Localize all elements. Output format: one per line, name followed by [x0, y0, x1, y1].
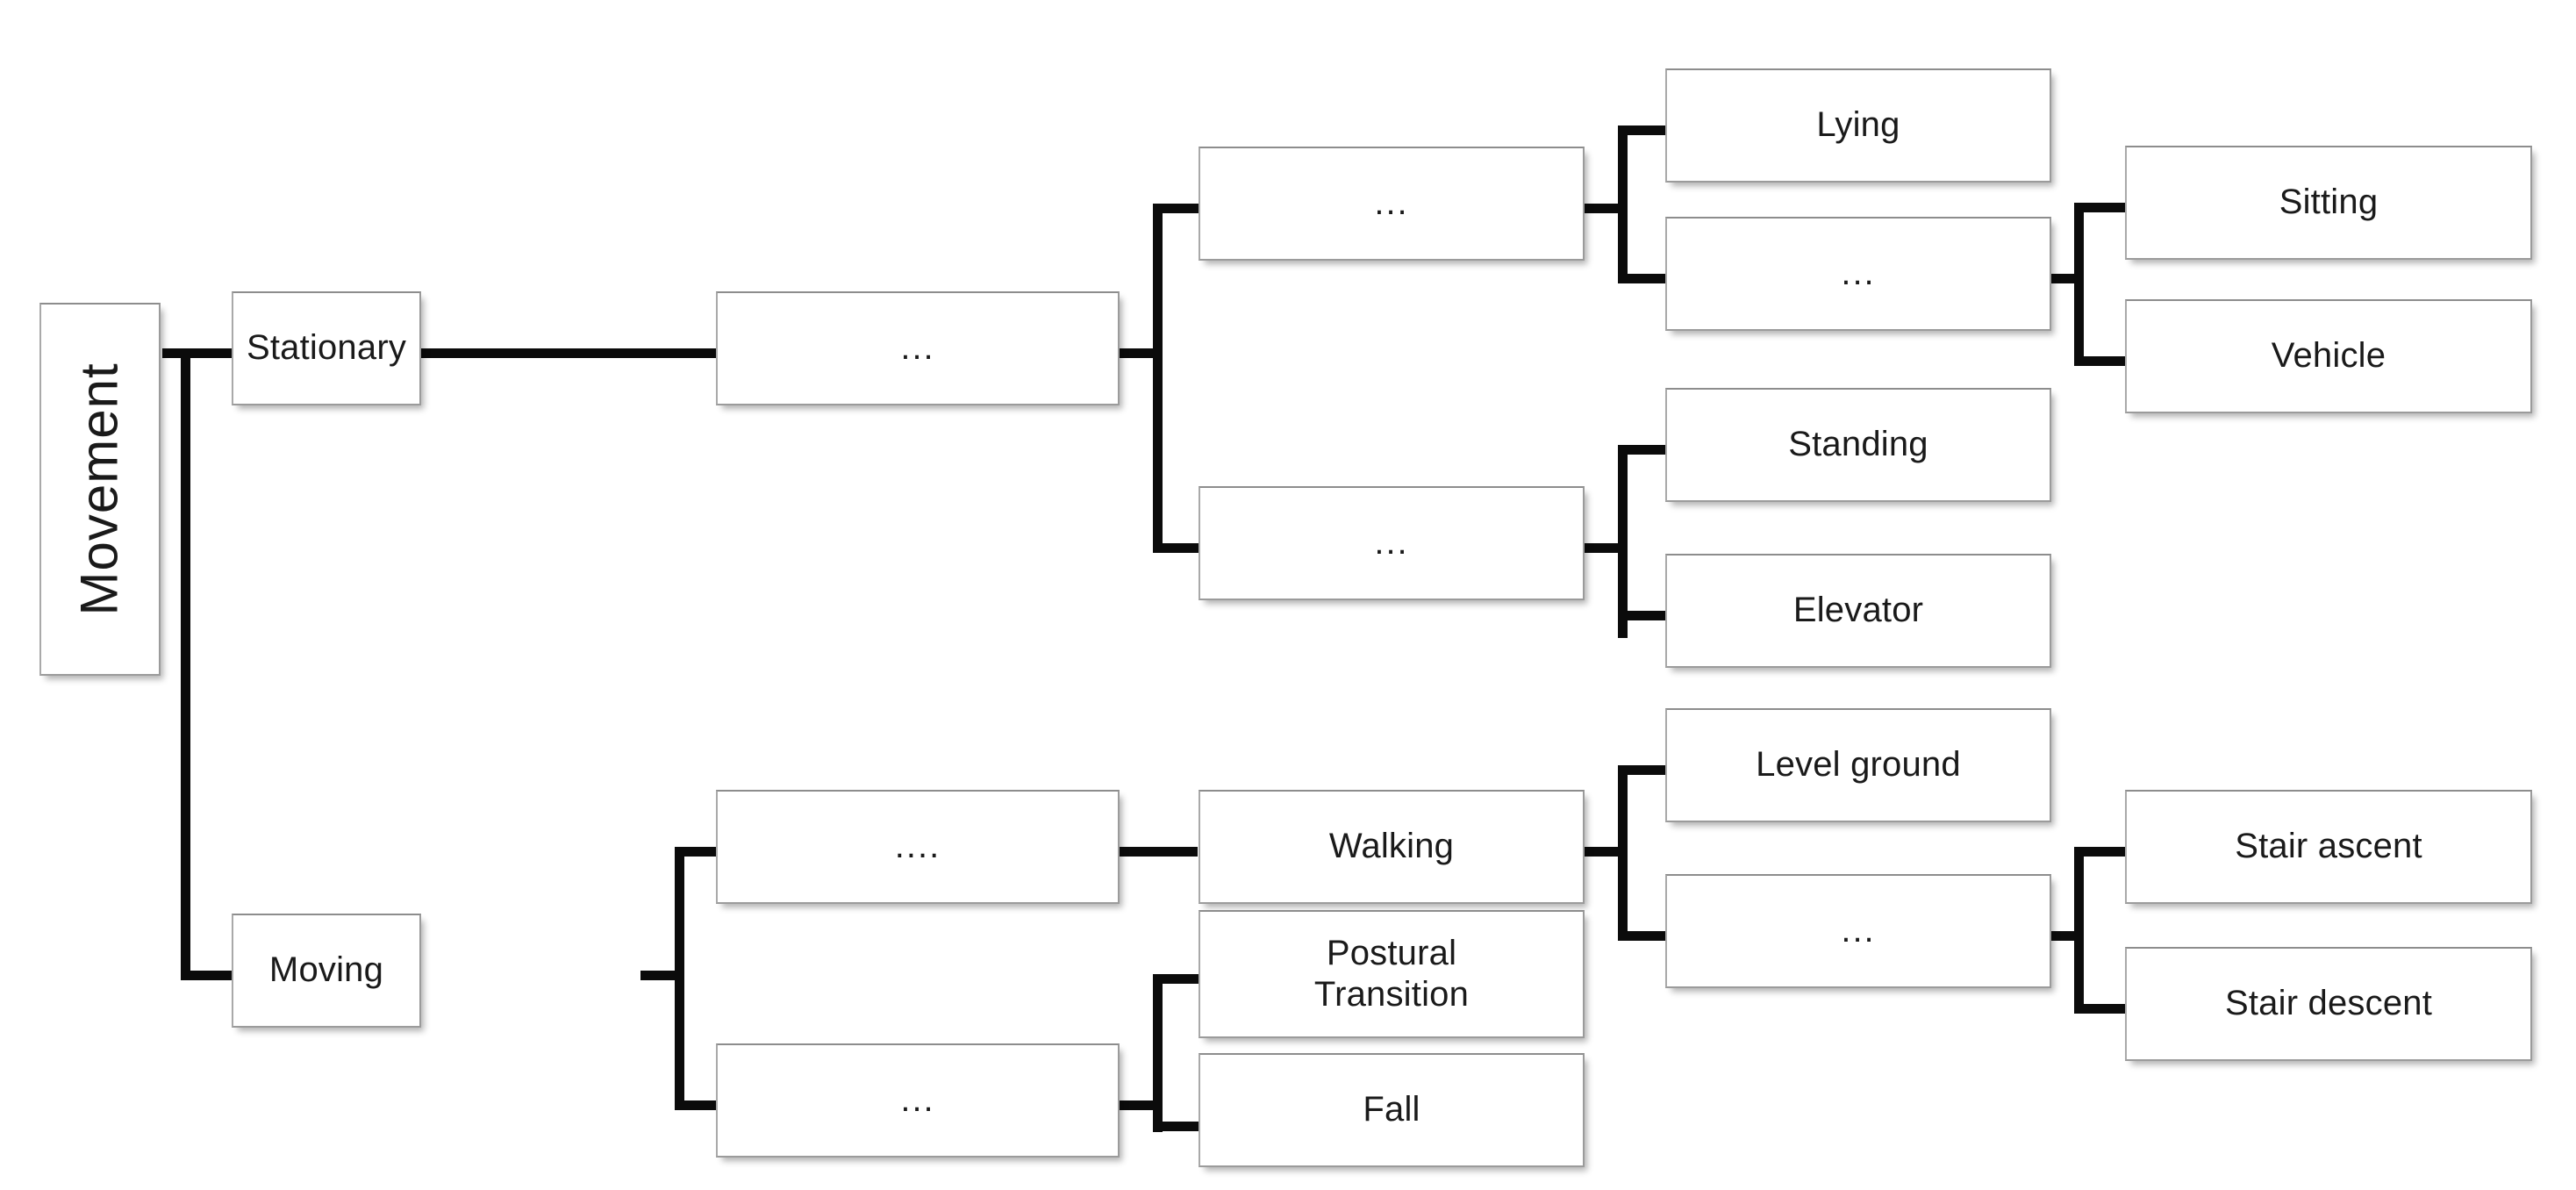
node-sitting-label: Sitting	[2279, 183, 2379, 222]
node-standing-label: Standing	[1788, 425, 1928, 464]
node-stationary-sub-label: ...	[900, 328, 935, 368]
connector-stairs-spine	[2074, 847, 2084, 1014]
node-postural-transition-label: Postural Transition	[1313, 933, 1470, 1014]
node-stationary-sub-a-label: ...	[1374, 183, 1409, 223]
connector-walking-stub	[1584, 847, 1628, 857]
node-stair-ascent-label: Stair ascent	[2235, 827, 2422, 866]
connector-moving-to-sub-a	[675, 847, 723, 857]
connector-stairs-to-descent	[2074, 1004, 2127, 1014]
connector-sub-b-moving-spine	[1153, 974, 1163, 1132]
connector-sub-b-stub	[1584, 543, 1628, 553]
node-elevator-label: Elevator	[1792, 591, 1924, 630]
connector-sub-a-to-lying	[1618, 125, 1666, 135]
connector-sub-b-spine	[1618, 445, 1628, 638]
node-stationary-sub[interactable]: ...	[716, 291, 1120, 405]
connector-sub-a-stub	[1584, 204, 1628, 213]
connector-sub-b-to-fall	[1153, 1122, 1201, 1131]
node-moving-sub-b-label: ...	[900, 1080, 935, 1120]
node-walking[interactable]: Walking	[1199, 790, 1585, 904]
connector-moving-spine	[675, 847, 684, 1110]
connector-sub-a-to-sibling	[1618, 274, 1666, 283]
connector-sub-b-to-elevator	[1618, 611, 1666, 620]
node-stairs-group-label: ...	[1841, 911, 1876, 950]
node-level-ground-label: Level ground	[1756, 745, 1961, 785]
connector-root-to-stationary	[181, 348, 233, 358]
node-postural-transition[interactable]: Postural Transition	[1199, 910, 1585, 1038]
node-stairs-group[interactable]: ...	[1665, 874, 2051, 988]
node-stationary[interactable]: Stationary	[232, 291, 421, 405]
node-moving-label: Moving	[268, 950, 384, 990]
node-lying-sibling-label: ...	[1841, 254, 1876, 293]
node-moving-sub-a[interactable]: ....	[716, 790, 1120, 904]
connector-stationary-sub-to-b	[1153, 543, 1232, 553]
connector-sibling-stub	[2040, 274, 2084, 283]
node-lying-sibling[interactable]: ...	[1665, 217, 2051, 331]
node-vehicle-label: Vehicle	[2271, 336, 2386, 376]
connector-walking-to-level-ground	[1618, 765, 1666, 775]
connector-stairs-to-ascent	[2074, 847, 2127, 857]
connector-root-stub	[162, 348, 190, 358]
connector-stationary-sub-spine	[1153, 204, 1163, 553]
node-elevator[interactable]: Elevator	[1665, 554, 2051, 668]
connector-walking-to-stairs	[1618, 931, 1666, 941]
connector-stationary-to-sub	[419, 348, 718, 358]
node-movement-label: Movement	[69, 362, 129, 616]
connector-sibling-spine	[2074, 203, 2084, 366]
connector-root-to-moving	[181, 971, 233, 980]
connector-sub-a-to-walking	[1119, 847, 1198, 857]
node-fall-label: Fall	[1363, 1090, 1420, 1129]
node-moving[interactable]: Moving	[232, 914, 421, 1028]
connector-stairs-stub	[2040, 931, 2084, 941]
node-vehicle[interactable]: Vehicle	[2125, 299, 2532, 413]
node-sitting[interactable]: Sitting	[2125, 146, 2532, 260]
connector-sub-b-to-standing	[1618, 445, 1666, 455]
node-standing[interactable]: Standing	[1665, 388, 2051, 502]
node-fall[interactable]: Fall	[1199, 1053, 1585, 1167]
node-movement[interactable]: Movement	[39, 303, 161, 676]
connector-stationary-sub-stub	[1119, 348, 1163, 358]
node-stationary-sub-b[interactable]: ...	[1199, 486, 1585, 600]
connector-stationary-sub-to-a	[1153, 204, 1232, 213]
node-level-ground[interactable]: Level ground	[1665, 708, 2051, 822]
connector-walking-spine	[1618, 765, 1628, 941]
connector-sub-a-spine	[1618, 125, 1628, 283]
node-lying[interactable]: Lying	[1665, 68, 2051, 183]
connector-root-spine	[181, 348, 190, 980]
node-stationary-sub-b-label: ...	[1374, 523, 1409, 563]
node-moving-sub-a-label: ....	[894, 827, 941, 866]
connector-sibling-to-vehicle	[2074, 356, 2127, 366]
connector-moving-to-sub-b	[675, 1100, 723, 1110]
node-stair-ascent[interactable]: Stair ascent	[2125, 790, 2532, 904]
connector-sibling-to-sitting	[2074, 203, 2127, 212]
node-stationary-label: Stationary	[246, 328, 407, 368]
node-walking-label: Walking	[1328, 827, 1455, 866]
node-stair-descent-label: Stair descent	[2224, 984, 2433, 1023]
node-stair-descent[interactable]: Stair descent	[2125, 947, 2532, 1061]
node-stationary-sub-a[interactable]: ...	[1199, 147, 1585, 261]
node-lying-label: Lying	[1816, 105, 1900, 145]
connector-sub-b-moving-stub	[1119, 1100, 1163, 1110]
connector-moving-stub	[640, 971, 684, 980]
node-moving-sub-b[interactable]: ...	[716, 1043, 1120, 1158]
connector-sub-b-to-postural	[1153, 974, 1201, 984]
